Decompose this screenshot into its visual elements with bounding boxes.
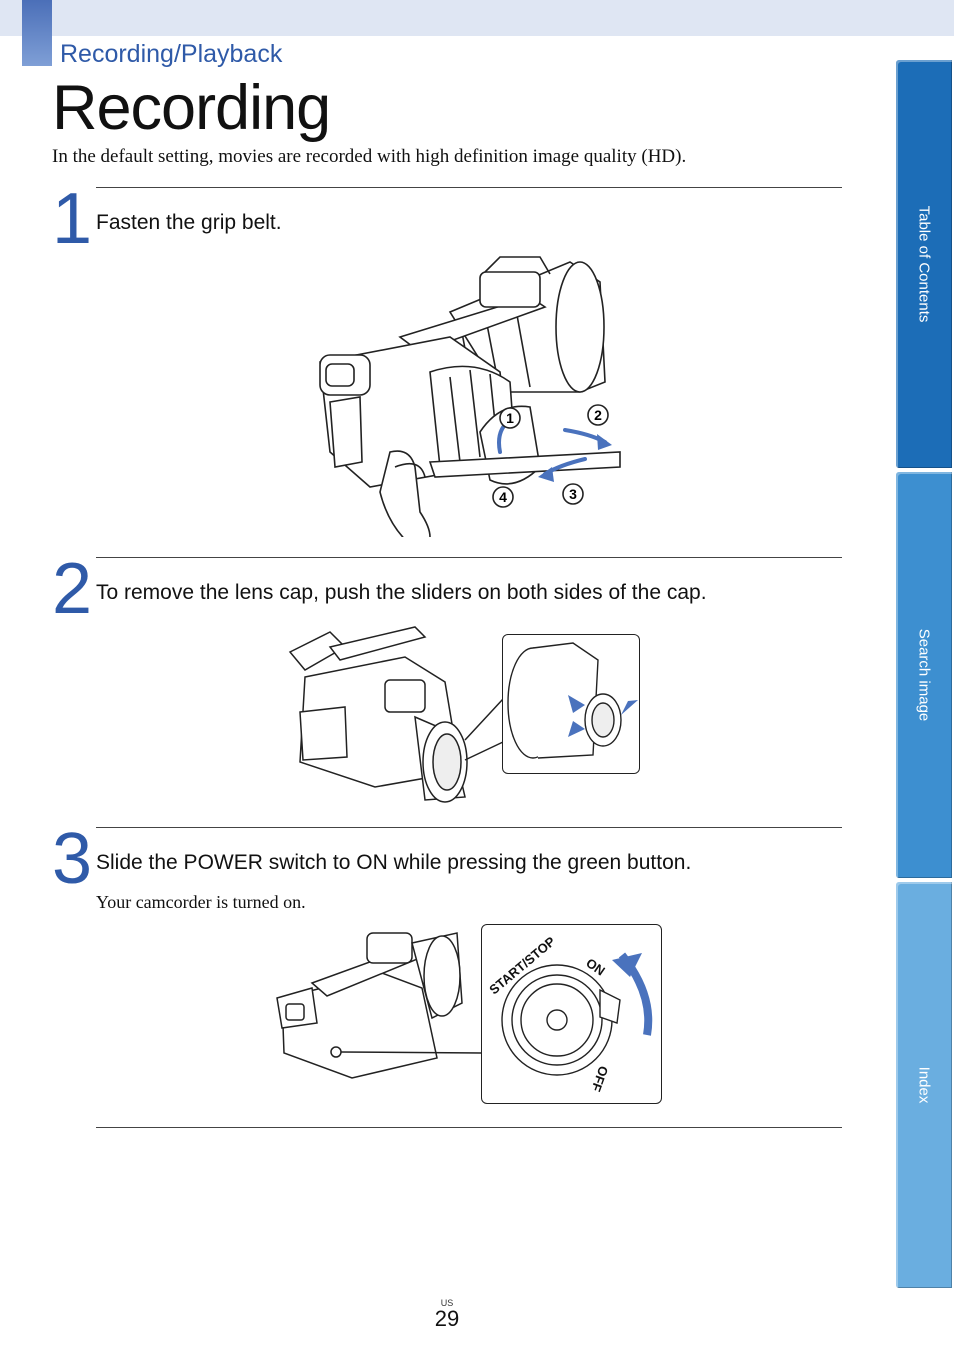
tab-label: Table of Contents	[915, 205, 933, 323]
tab-label: Index	[915, 1066, 933, 1104]
section-end-divider	[96, 1127, 842, 1128]
section-breadcrumb[interactable]: Recording/Playback	[60, 40, 283, 68]
step-title: Slide the POWER switch to ON while press…	[96, 851, 692, 874]
power-switch-detail: START/STOP ON OFF	[486, 933, 653, 1094]
intro-text: In the default setting, movies are recor…	[52, 146, 687, 167]
page-footer: US 29	[0, 1298, 894, 1330]
tab-table-of-contents[interactable]: Table of Contents	[896, 60, 952, 468]
step-number: 1	[52, 179, 93, 259]
tab-search-image[interactable]: Search image	[896, 472, 952, 878]
page-title: Recording	[52, 73, 331, 143]
step-divider	[96, 827, 842, 828]
step-divider	[96, 187, 842, 188]
grip-belt-illustration: 1 2 3 4	[319, 256, 621, 537]
header-band	[0, 0, 954, 36]
step-divider	[96, 557, 842, 558]
tab-index[interactable]: Index	[896, 882, 952, 1288]
lens-cap-illustration	[288, 626, 504, 803]
off-label: OFF	[588, 1064, 611, 1094]
callout-3: 3	[569, 486, 577, 502]
page-region-code: US	[440, 1298, 454, 1308]
step-note: Your camcorder is turned on.	[96, 892, 306, 912]
callout-1: 1	[506, 410, 514, 426]
lens-cap-detail	[507, 642, 638, 759]
step-title: Fasten the grip belt.	[96, 211, 282, 234]
callout-2: 2	[594, 407, 602, 423]
step-number: 2	[52, 549, 93, 629]
power-switch-camcorder-illustration	[276, 932, 482, 1079]
lens-cap-zoom-box	[502, 634, 640, 774]
callout-4: 4	[499, 489, 507, 505]
tab-label: Search image	[915, 628, 933, 722]
step-title: To remove the lens cap, push the sliders…	[96, 581, 707, 604]
header-accent-bar	[22, 0, 52, 66]
page-number: 29	[434, 1306, 460, 1331]
power-switch-zoom-box: START/STOP ON OFF	[481, 924, 662, 1104]
step-number: 3	[52, 819, 93, 899]
